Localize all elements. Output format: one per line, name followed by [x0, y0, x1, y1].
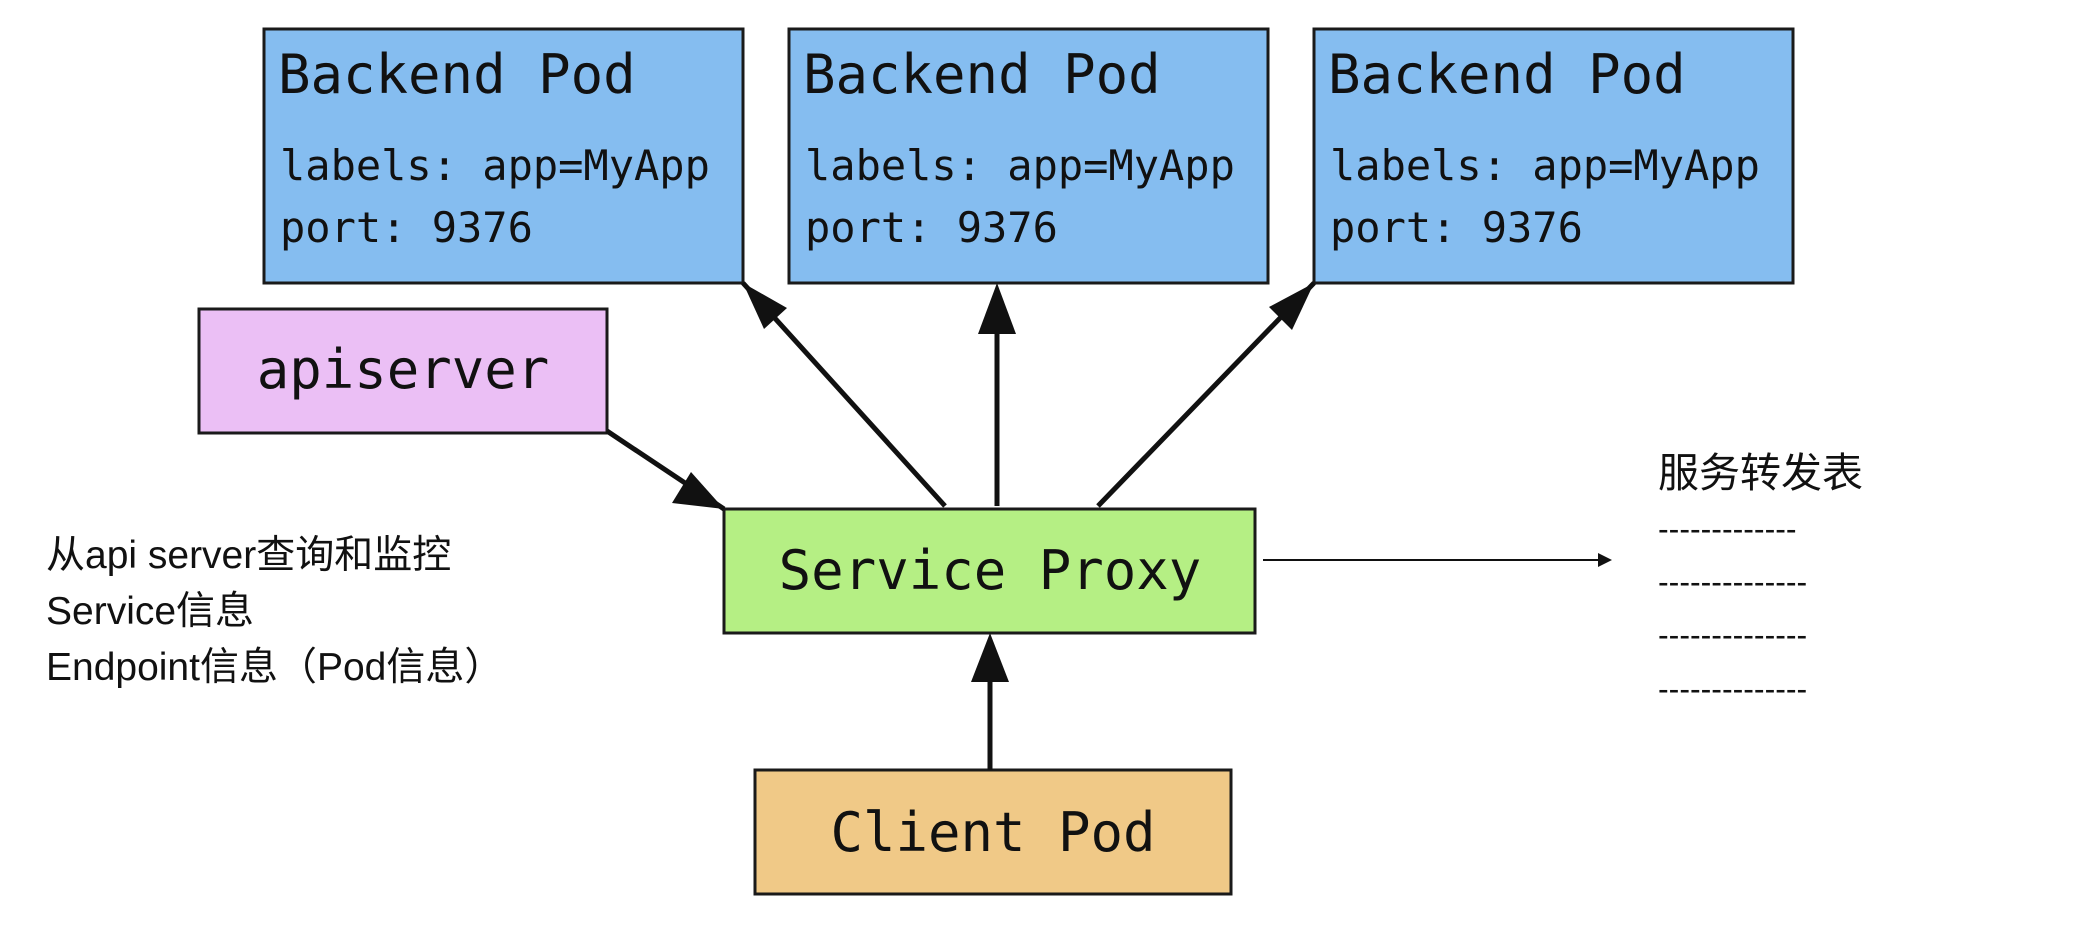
client-pod-node: Client Pod: [753, 768, 1233, 896]
arrow-proxy-to-backend-1: [741, 281, 947, 508]
left-note-line-2: Service信息: [46, 590, 254, 633]
backend-pod-1-box: [262, 27, 745, 285]
service-proxy-label: Service Proxy: [779, 539, 1202, 602]
client-pod-box: [753, 768, 1233, 896]
left-note-line-3: Endpoint信息（Pod信息）: [46, 646, 503, 689]
forward-table-row-1: -------------: [1658, 511, 1797, 547]
apiserver-box: [197, 307, 609, 435]
forward-table-row-2: --------------: [1658, 564, 1807, 600]
backend-pod-2-labels: labels: app=MyApp: [805, 141, 1235, 190]
service-proxy-box: [722, 507, 1257, 635]
backend-pod-1-labels: labels: app=MyApp: [280, 141, 710, 190]
proxy-to-table-arrow: [1263, 553, 1612, 567]
backend-pod-2-box: [787, 27, 1270, 285]
arrowhead-proxy-from-client: [971, 633, 1009, 682]
arrowhead-backend-2: [978, 283, 1016, 334]
backend-pod-3-title: Backend Pod: [1328, 43, 1686, 106]
backend-pod-1-port: port: 9376: [280, 203, 533, 252]
client-pod-label: Client Pod: [830, 801, 1155, 864]
arrowhead-proxy-from-apiserver: [672, 472, 724, 509]
arrowhead-backend-1: [743, 283, 787, 329]
backend-pod-2-port: port: 9376: [805, 203, 1058, 252]
service-proxy-node: Service Proxy: [722, 507, 1257, 635]
backend-pod-3-port: port: 9376: [1330, 203, 1583, 252]
backend-pod-1: Backend Pod labels: app=MyApp port: 9376: [262, 27, 745, 285]
forward-table: 服务转发表 ------------- -------------- -----…: [1658, 450, 1863, 707]
apiserver-node: apiserver: [197, 307, 609, 435]
arrow-proxy-to-backend-3: [1096, 281, 1316, 508]
backend-pod-3-box: [1312, 27, 1795, 285]
left-note: 从api server查询和监控 Service信息 Endpoint信息（Po…: [46, 534, 503, 689]
backend-pod-2-title: Backend Pod: [803, 43, 1161, 106]
backend-pod-3: Backend Pod labels: app=MyApp port: 9376: [1312, 27, 1795, 285]
backend-pod-2: Backend Pod labels: app=MyApp port: 9376: [787, 27, 1270, 285]
backend-pod-1-title: Backend Pod: [278, 43, 636, 106]
forward-table-row-4: --------------: [1658, 671, 1807, 707]
apiserver-label: apiserver: [257, 338, 550, 401]
client-to-proxy-arrow: [971, 633, 1009, 770]
left-note-line-1: 从api server查询和监控: [46, 534, 451, 577]
backend-pod-3-labels: labels: app=MyApp: [1330, 141, 1760, 190]
arrowhead-backend-3: [1269, 283, 1314, 330]
proxy-to-backend-arrows: [741, 281, 1316, 508]
forward-table-row-3: --------------: [1658, 617, 1807, 653]
arrowhead-table: [1598, 553, 1612, 567]
apiserver-to-proxy-arrow: [605, 428, 726, 512]
forward-table-title: 服务转发表: [1658, 450, 1863, 496]
